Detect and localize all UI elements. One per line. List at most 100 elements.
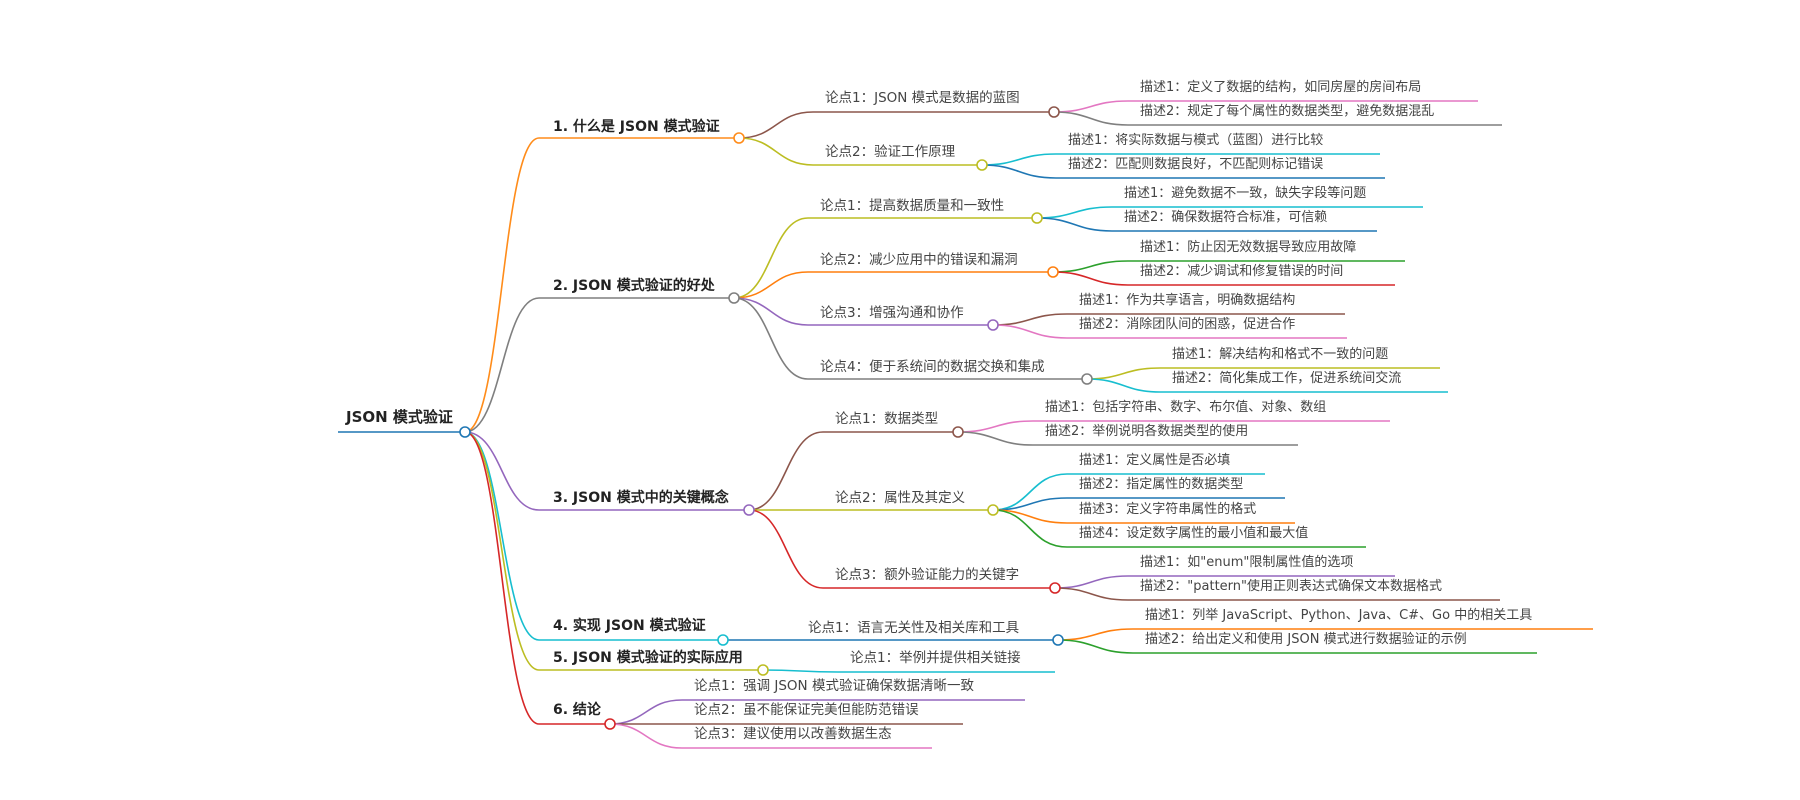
detail-label-b1p1d1: 描述1：定义了数据的结构，如同房屋的房间布局 xyxy=(1140,79,1421,95)
point-label-b3p3: 论点3：额外验证能力的关键字 xyxy=(835,567,1019,583)
collapse-toggle-b2p4[interactable] xyxy=(1081,373,1093,385)
branch-label-b1: 1. 什么是 JSON 模式验证 xyxy=(553,118,720,135)
connector-root-b3 xyxy=(464,431,540,511)
point-label-b3p1: 论点1：数据类型 xyxy=(835,411,938,427)
connector-b1p1-b1p1d1 xyxy=(1053,100,1129,113)
connector-b3p3-b3p3d2 xyxy=(1054,587,1129,601)
point-label-b1p1: 论点1：JSON 模式是数据的蓝图 xyxy=(825,90,1020,106)
detail-label-b1p2d2: 描述2：匹配则数据良好，不匹配则标记错误 xyxy=(1068,156,1323,172)
detail-label-b2p3d1: 描述1：作为共享语言，明确数据结构 xyxy=(1079,292,1295,308)
detail-label-b4p1d1: 描述1：列举 JavaScript、Python、Java、C#、Go 中的相关… xyxy=(1145,607,1532,623)
connector-b2p1-b2p1d1 xyxy=(1036,206,1113,219)
connector-b2-b2p2 xyxy=(733,271,809,299)
connector-b3p2-b3p2d4 xyxy=(992,509,1068,548)
connector-root-b6 xyxy=(464,431,540,725)
detail-label-b2p1d2: 描述2：确保数据符合标准，可信赖 xyxy=(1124,209,1327,225)
connector-b1p1-b1p1d2 xyxy=(1053,111,1129,126)
connector-b2p4-b2p4d1 xyxy=(1086,367,1161,380)
connector-b2p2-b2p2d1 xyxy=(1052,260,1129,273)
collapse-toggle-b3p3[interactable] xyxy=(1049,582,1061,594)
collapse-toggle-b1[interactable] xyxy=(733,132,745,144)
detail-label-b3p3d1: 描述1：如"enum"限制属性值的选项 xyxy=(1140,554,1353,570)
collapse-toggle-b3p1[interactable] xyxy=(952,426,964,438)
connector-root-b4 xyxy=(464,431,540,641)
detail-label-b1p2d1: 描述1：将实际数据与模式（蓝图）进行比较 xyxy=(1068,133,1323,148)
connector-b2p1-b2p1d2 xyxy=(1036,217,1113,232)
detail-label-b3p2d3: 描述3：定义字符串属性的格式 xyxy=(1079,501,1256,517)
connector-root-b5 xyxy=(464,431,540,671)
connector-b3p2-b3p2d1 xyxy=(992,473,1068,511)
collapse-toggle-b6[interactable] xyxy=(604,718,616,730)
connector-b6-b6p3 xyxy=(609,723,683,749)
point-label-b6p2: 论点2：虽不能保证完美但能防范错误 xyxy=(694,702,919,718)
collapse-toggle-b3[interactable] xyxy=(743,504,755,516)
connector-b2p4-b2p4d2 xyxy=(1086,378,1161,393)
branch-label-b5: 5. JSON 模式验证的实际应用 xyxy=(553,649,743,666)
collapse-toggle-b2p1[interactable] xyxy=(1031,212,1043,224)
detail-label-b2p2d1: 描述1：防止因无效数据导致应用故障 xyxy=(1140,239,1356,255)
connector-b5-b5p1 xyxy=(762,669,839,673)
connector-b3p1-b3p1d1 xyxy=(957,420,1034,433)
connector-b2-b2p4 xyxy=(733,297,809,380)
connector-b6-b6p1 xyxy=(609,699,683,725)
point-label-b1p2: 论点2：验证工作原理 xyxy=(825,144,956,160)
collapse-toggle-b1p1[interactable] xyxy=(1048,106,1060,118)
collapse-toggle-root[interactable] xyxy=(459,426,471,438)
connector-b3p1-b3p1d2 xyxy=(957,431,1034,446)
point-label-b6p3: 论点3：建议使用以改善数据生态 xyxy=(694,725,892,742)
connector-b2p3-b2p3d1 xyxy=(992,313,1068,326)
collapse-toggle-b5[interactable] xyxy=(757,664,769,676)
detail-label-b2p4d2: 描述2：简化集成工作，促进系统间交流 xyxy=(1172,370,1401,386)
branch-label-b3: 3. JSON 模式中的关键概念 xyxy=(553,489,730,506)
connector-root-b1 xyxy=(464,137,540,433)
detail-label-b3p2d1: 描述1：定义属性是否必填 xyxy=(1079,453,1230,468)
connector-b4p1-b4p1d2 xyxy=(1057,639,1134,654)
branch-label-b2: 2. JSON 模式验证的好处 xyxy=(553,277,716,294)
detail-label-b1p1d2: 描述2：规定了每个属性的数据类型，避免数据混乱 xyxy=(1140,103,1434,119)
node-layer: JSON 模式验证 1. 什么是 JSON 模式验证 论点1：JSON 模式是数据的… xyxy=(345,79,1532,742)
connector-b4p1-b4p1d1 xyxy=(1057,628,1134,641)
detail-label-b3p2d4: 描述4：设定数字属性的最小值和最大值 xyxy=(1079,525,1308,541)
point-label-b5p1: 论点1：举例并提供相关链接 xyxy=(850,649,1021,666)
collapse-toggle-b4[interactable] xyxy=(717,634,729,646)
collapse-toggle-b3p2[interactable] xyxy=(987,504,999,516)
connector-b2p2-b2p2d2 xyxy=(1052,271,1129,286)
point-label-b2p4: 论点4：便于系统间的数据交换和集成 xyxy=(820,358,1045,375)
connector-layer xyxy=(338,100,1593,749)
point-label-b2p1: 论点1：提高数据质量和一致性 xyxy=(820,197,1004,214)
detail-label-b3p1d2: 描述2：举例说明各数据类型的使用 xyxy=(1045,423,1248,439)
connector-b2-b2p3 xyxy=(733,297,809,326)
connector-b1p2-b1p2d1 xyxy=(981,153,1057,166)
point-label-b3p2: 论点2：属性及其定义 xyxy=(835,490,965,506)
detail-label-b4p1d2: 描述2：给出定义和使用 JSON 模式进行数据验证的示例 xyxy=(1145,631,1467,647)
connector-root-b2 xyxy=(464,297,540,433)
detail-label-b3p2d2: 描述2：指定属性的数据类型 xyxy=(1079,476,1243,492)
detail-label-b2p3d2: 描述2：消除团队间的困惑，促进合作 xyxy=(1079,316,1295,332)
connector-b2-b2p1 xyxy=(733,217,809,299)
branch-label-b6: 6. 结论 xyxy=(553,701,602,718)
collapse-toggle-b2p2[interactable] xyxy=(1047,266,1059,278)
point-label-b4p1: 论点1：语言无关性及相关库和工具 xyxy=(808,620,1019,636)
point-label-b2p3: 论点3：增强沟通和协作 xyxy=(820,305,964,321)
connector-b1-b1p2 xyxy=(738,137,814,166)
root-node-label: JSON 模式验证 xyxy=(345,408,453,426)
detail-label-b2p4d1: 描述1：解决结构和格式不一致的问题 xyxy=(1172,346,1388,362)
detail-label-b3p1d1: 描述1：包括字符串、数字、布尔值、对象、数组 xyxy=(1045,399,1326,415)
connector-b3-b3p3 xyxy=(748,509,824,589)
collapse-toggle-b2p3[interactable] xyxy=(987,319,999,331)
collapse-toggle-b1p2[interactable] xyxy=(976,159,988,171)
detail-label-b2p2d2: 描述2：减少调试和修复错误的时间 xyxy=(1140,263,1343,279)
collapse-toggle-b2[interactable] xyxy=(728,292,740,304)
branch-label-b4: 4. 实现 JSON 模式验证 xyxy=(553,617,706,634)
collapse-toggle-b4p1[interactable] xyxy=(1052,634,1064,646)
point-label-b2p2: 论点2：减少应用中的错误和漏洞 xyxy=(820,251,1018,268)
point-label-b6p1: 论点1：强调 JSON 模式验证确保数据清晰一致 xyxy=(694,678,974,694)
connector-b1-b1p1 xyxy=(738,111,814,139)
detail-label-b2p1d1: 描述1：避免数据不一致，缺失字段等问题 xyxy=(1124,185,1366,201)
connector-b3-b3p1 xyxy=(748,431,824,511)
detail-label-b3p3d2: 描述2："pattern"使用正则表达式确保文本数据格式 xyxy=(1140,578,1442,594)
connector-b2p3-b2p3d2 xyxy=(992,324,1068,339)
connector-b3p3-b3p3d1 xyxy=(1054,575,1129,589)
connector-b1p2-b1p2d2 xyxy=(981,164,1057,179)
